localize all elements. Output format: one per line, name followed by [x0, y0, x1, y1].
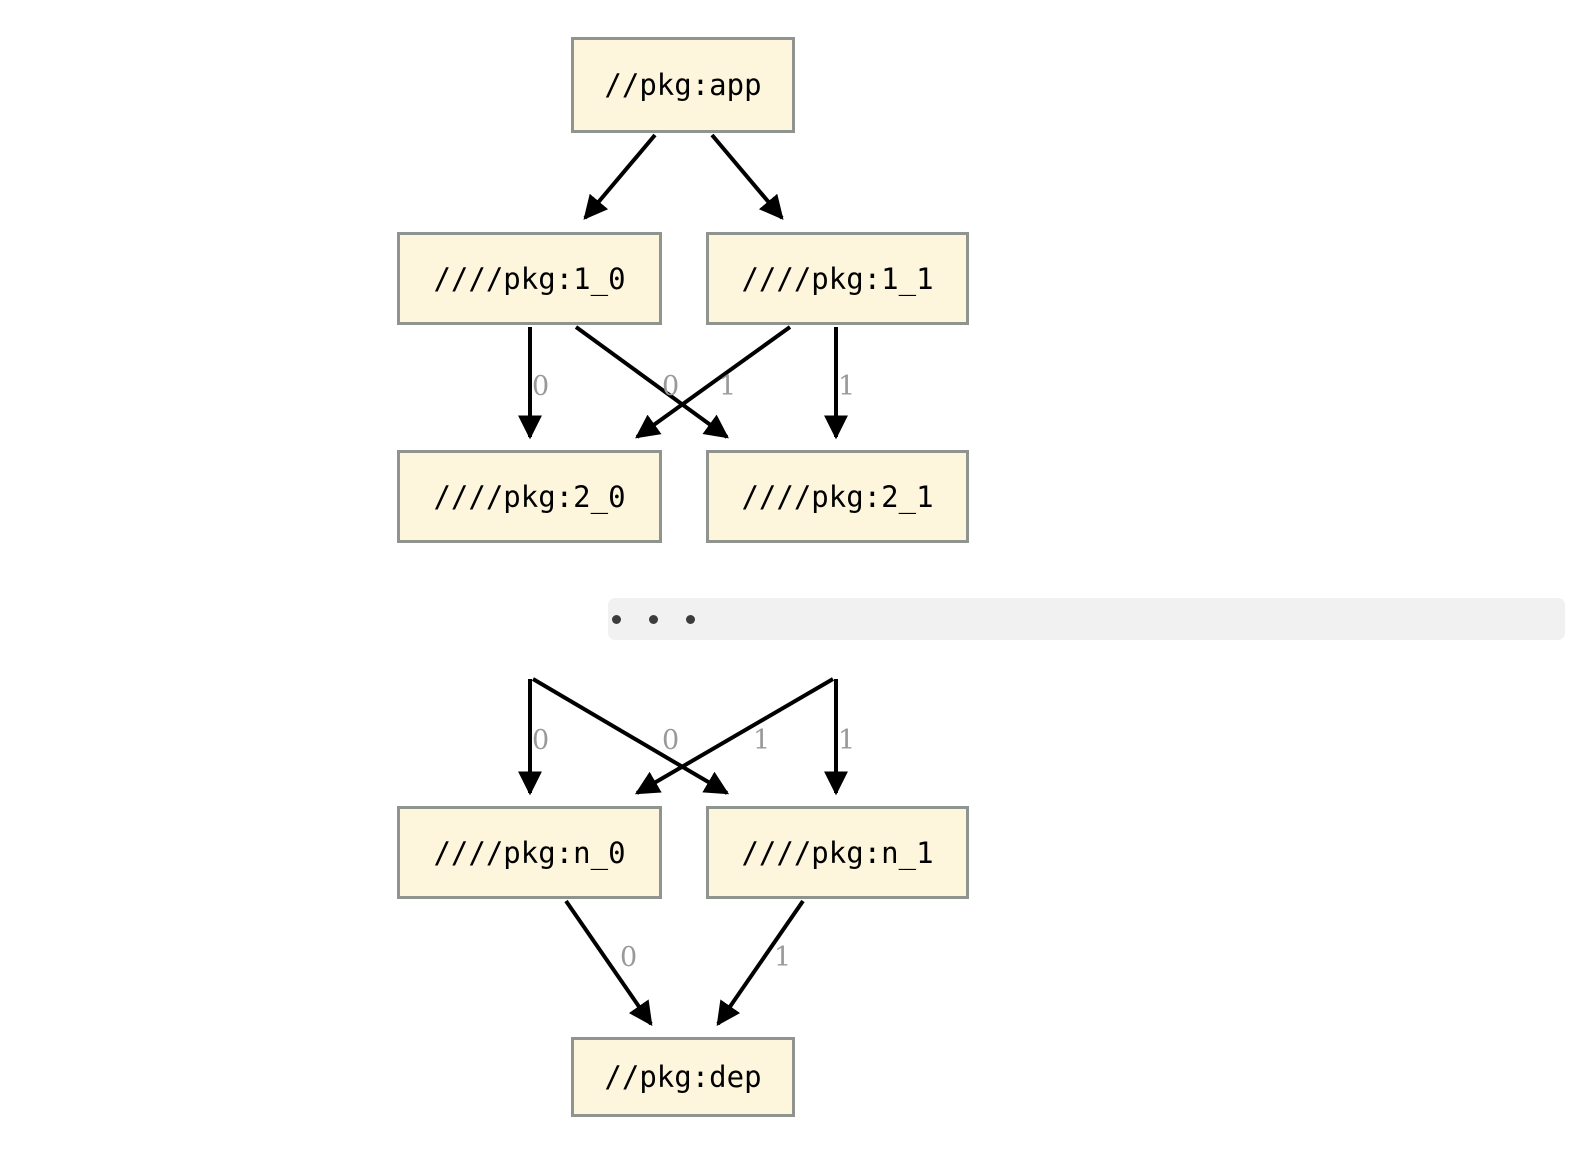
edge-1_1-to-2_0	[635, 325, 792, 439]
node-label: ////pkg:1_0	[433, 261, 626, 296]
node-pkg-n_1[interactable]: ////pkg:n_1	[706, 806, 969, 899]
edge-label: 0	[620, 942, 638, 973]
node-pkg-n_0[interactable]: ////pkg:n_0	[397, 806, 662, 899]
node-label: //pkg:dep	[604, 1060, 762, 1094]
edge-label: 1	[774, 942, 792, 973]
edge-label: 0	[662, 371, 680, 402]
node-label: ////pkg:2_0	[433, 479, 626, 514]
node-pkg-1_1[interactable]: ////pkg:1_1	[706, 232, 969, 325]
node-pkg-2_0[interactable]: ////pkg:2_0	[397, 450, 662, 543]
node-label: //pkg:app	[604, 68, 762, 102]
edge-label: 0	[532, 371, 550, 402]
edge-label: 0	[662, 725, 680, 756]
node-pkg-1_0[interactable]: ////pkg:1_0	[397, 232, 662, 325]
node-label: ////pkg:1_1	[741, 261, 934, 296]
ellipsis-band	[608, 598, 1565, 640]
edge-label: 1	[753, 725, 771, 756]
edge-app-to-1_1	[710, 133, 784, 220]
ellipsis-dot	[649, 615, 658, 624]
node-app[interactable]: //pkg:app	[571, 37, 795, 133]
edge-above-to-n_1-label0	[531, 677, 730, 795]
edge-n_1-to-dep	[716, 899, 805, 1026]
edge-label: 1	[838, 725, 856, 756]
edge-label: 1	[719, 371, 737, 402]
ellipsis-dot	[686, 615, 695, 624]
edge-label: 0	[532, 725, 550, 756]
node-label: ////pkg:2_1	[741, 479, 934, 514]
edge-n_0-to-dep	[564, 899, 653, 1026]
edge-label: 1	[838, 371, 856, 402]
ellipsis-dot	[612, 615, 621, 624]
node-pkg-2_1[interactable]: ////pkg:2_1	[706, 450, 969, 543]
node-label: ////pkg:n_0	[433, 835, 626, 870]
edge-above-to-n_0-label1	[634, 677, 835, 795]
node-dep[interactable]: //pkg:dep	[571, 1037, 795, 1117]
edge-app-to-1_0	[583, 133, 657, 220]
node-label: ////pkg:n_1	[741, 835, 934, 870]
edge-1_0-to-2_1	[574, 325, 729, 439]
